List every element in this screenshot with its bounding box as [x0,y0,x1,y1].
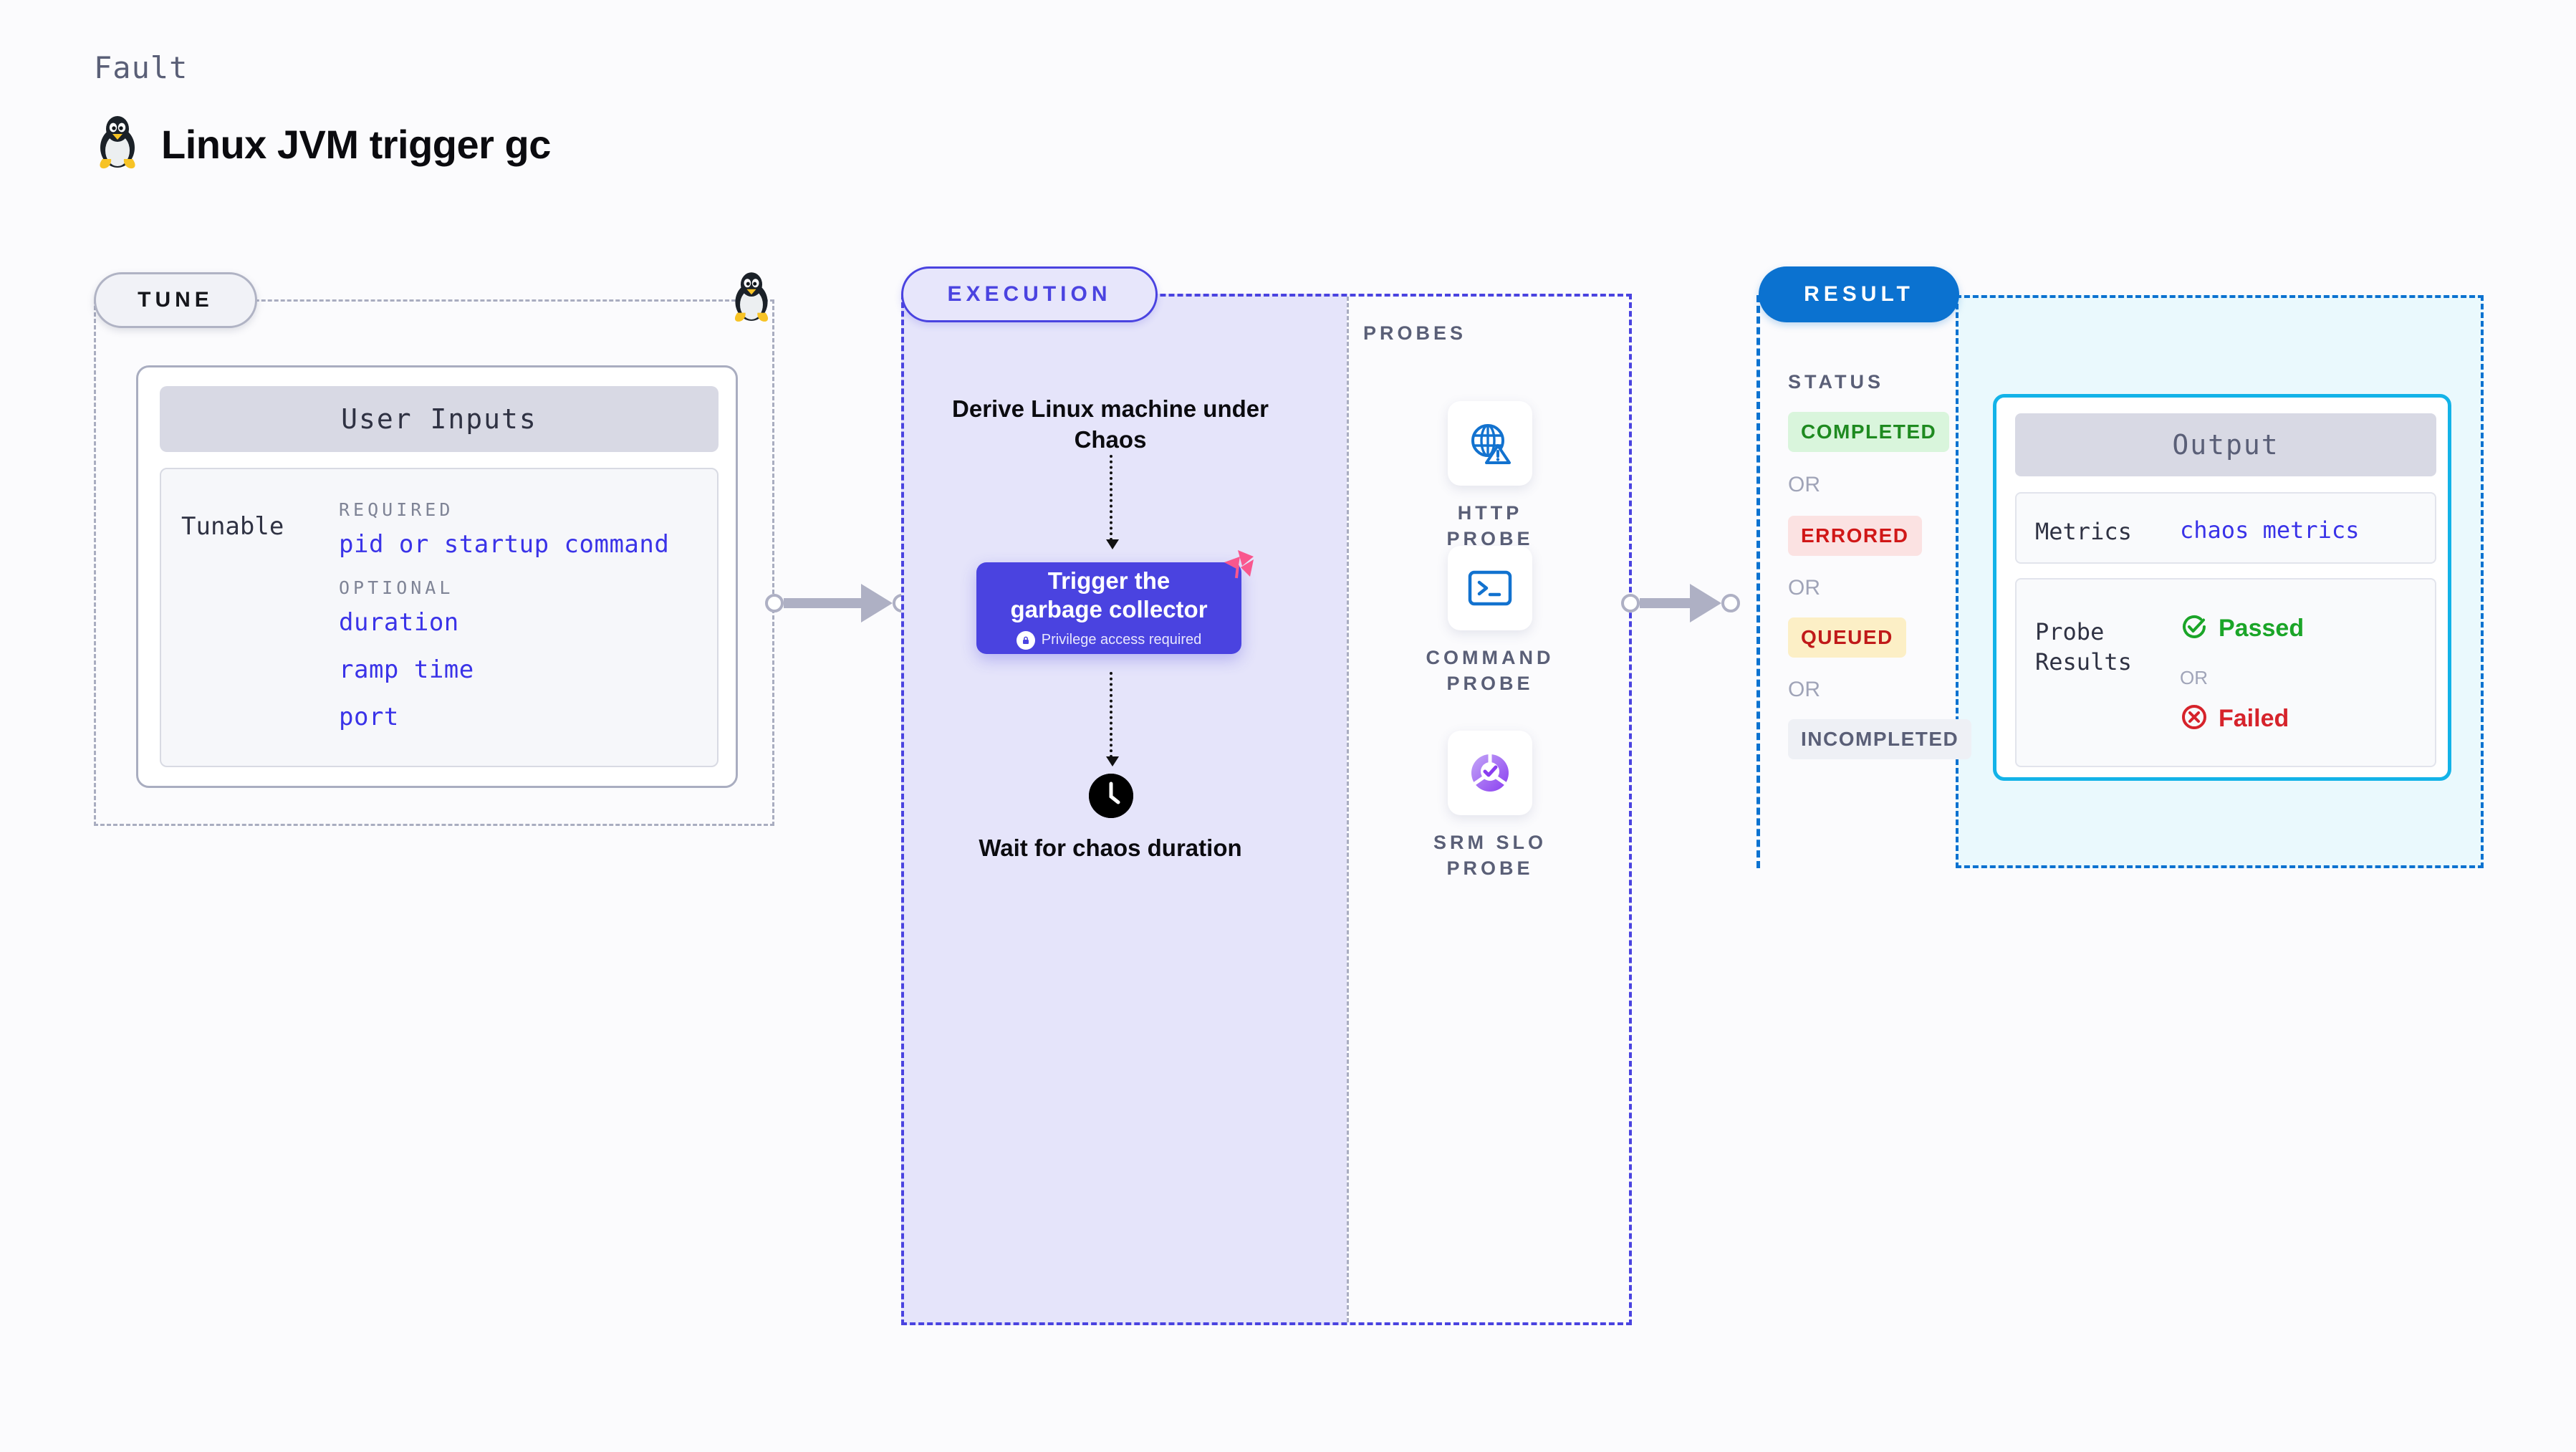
probes-divider [1347,297,1349,1322]
flow-arrow-trigger-to-wait [1106,672,1119,766]
status-or-2: OR [1788,576,1820,600]
probe-srm-slo-label: SRM SLO PROBE [1383,830,1597,882]
optional-section-label: OPTIONAL [339,577,454,598]
connector2-end-dot [1721,594,1740,612]
probe-srm-label-line2: PROBE [1446,857,1534,880]
status-badge-incompleted: INCOMPLETED [1788,719,1972,759]
trigger-garbage-collector-box[interactable]: Trigger the garbage collector Privilege … [976,550,1254,654]
x-circle-icon [2180,703,2209,735]
status-title: STATUS [1788,371,1884,393]
page-title: Linux JVM trigger gc [161,122,551,167]
clock-icon [1089,774,1133,818]
probe-command-label-line1: COMMAND [1426,647,1554,668]
check-circle-icon [2180,612,2209,645]
tunable-label: Tunable [181,512,284,541]
user-inputs-header: User Inputs [160,386,719,452]
probe-srm-slo[interactable]: SRM SLO PROBE [1383,731,1597,882]
probe-result-failed: Failed [2180,703,2289,735]
probe-http[interactable]: HTTP PROBE [1383,401,1597,552]
probe-result-or: OR [2180,667,2208,688]
status-badge-queued: QUEUED [1788,617,1906,658]
status-or-1: OR [1788,473,1820,496]
probe-command-label-line2: PROBE [1446,673,1534,695]
output-card: Output Metrics chaos metrics Probe Resul… [1993,394,2451,781]
tunable-input-list: REQUIRED pid or startup command OPTIONAL… [339,499,669,750]
connector2-start-dot [1621,594,1640,612]
required-section-label: REQUIRED [339,499,454,520]
linux-tux-boundary-icon [729,271,774,327]
metrics-value[interactable]: chaos metrics [2180,516,2360,544]
pinwheel-badge-icon [1219,547,1257,589]
result-pill[interactable]: RESULT [1759,266,1959,322]
output-card-header: Output [2015,413,2436,476]
output-probe-results-row: Probe Results Passed OR Failed [2015,578,2436,767]
output-metrics-row: Metrics chaos metrics [2015,492,2436,564]
user-inputs-body: Tunable REQUIRED pid or startup command … [160,468,719,767]
lock-icon [1016,630,1035,650]
step-derive-machine: Derive Linux machine under Chaos [952,395,1269,453]
metrics-key: Metrics [2035,518,2132,545]
passed-label: Passed [2219,615,2305,642]
input-port[interactable]: port [339,703,399,731]
user-inputs-card: User Inputs Tunable REQUIRED pid or star… [136,365,738,788]
probe-results-key: Probe Results [2035,617,2132,677]
execution-pill[interactable]: EXECUTION [901,266,1158,322]
privilege-note-row: Privilege access required [1016,630,1202,650]
status-badge-errored: ERRORED [1788,516,1922,556]
slo-donut-check-icon [1448,731,1532,815]
gc-title-line2: garbage collector [1010,596,1208,622]
privilege-note-label: Privilege access required [1041,632,1202,648]
tune-region [94,299,774,826]
page-title-row: Linux JVM trigger gc [94,115,551,174]
probe-http-label: HTTP PROBE [1383,500,1597,552]
tune-pill[interactable]: TUNE [94,272,257,328]
connector-tune-to-execution [765,584,911,622]
execution-region [901,294,1632,1325]
probe-results-key-line1: Probe [2035,618,2105,645]
status-or-3: OR [1788,678,1820,701]
connector-arrowhead [861,584,893,622]
input-ramp-time[interactable]: ramp time [339,655,474,684]
probe-results-key-line2: Results [2035,648,2132,676]
failed-label: Failed [2219,705,2289,732]
probe-http-label-line1: HTTP [1457,502,1523,524]
connector-bar [784,598,862,608]
connector2-bar [1640,598,1691,608]
connector-start-dot [765,594,784,612]
step-wait-for-duration: Wait for chaos duration [979,835,1242,861]
input-duration[interactable]: duration [339,608,459,637]
user-inputs-title: User Inputs [341,403,537,435]
probes-title: PROBES [1363,322,1467,344]
probe-srm-label-line1: SRM SLO [1433,832,1547,853]
output-title: Output [2172,429,2279,461]
flow-arrow-derive-to-trigger [1106,455,1119,549]
probe-result-passed: Passed [2180,612,2304,645]
gc-title-line1: Trigger the [1047,567,1171,595]
terminal-icon [1448,546,1532,630]
probe-command-label: COMMAND PROBE [1383,645,1597,697]
connector-execution-to-result [1621,584,1740,622]
page-eyebrow: Fault [94,50,188,85]
linux-tux-icon [94,115,141,174]
input-pid-or-startup-command[interactable]: pid or startup command [339,530,670,559]
status-badge-completed: COMPLETED [1788,412,1950,452]
connector2-arrowhead [1690,584,1721,622]
probe-command[interactable]: COMMAND PROBE [1383,546,1597,697]
globe-warning-icon [1448,401,1532,486]
